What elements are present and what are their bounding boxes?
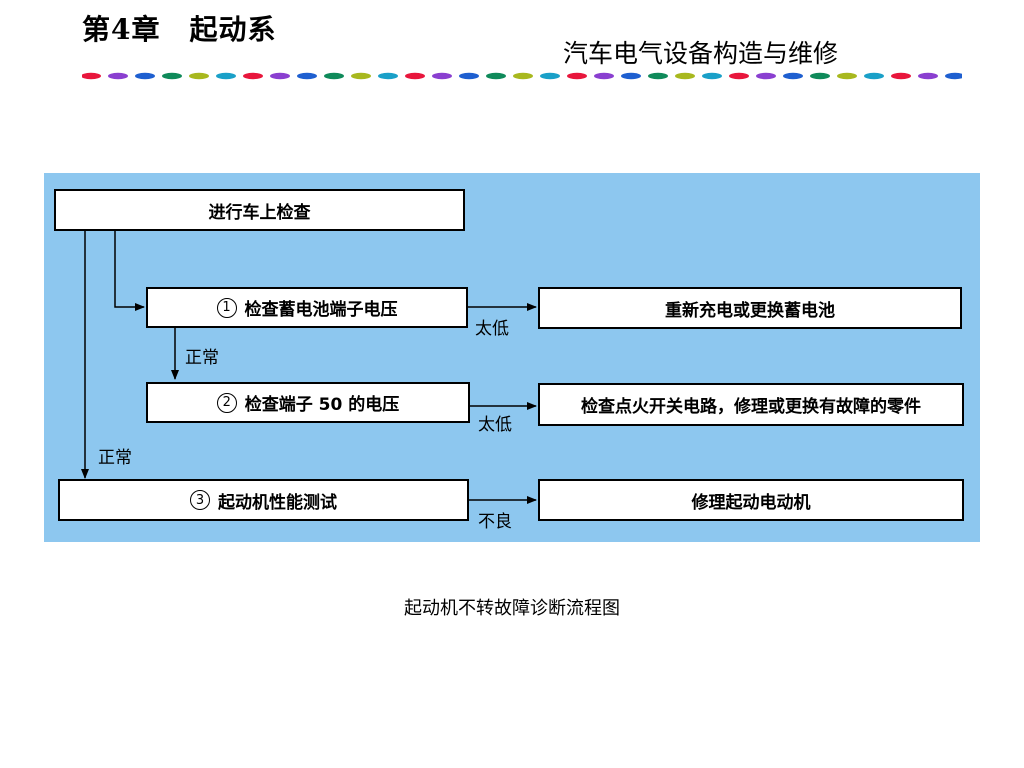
edge-label-normal-2: 正常	[98, 448, 132, 468]
divider-dot	[297, 72, 317, 80]
divider-dot	[243, 72, 263, 80]
connector-start-to-step1	[114, 231, 145, 311]
step3-number-badge: 3	[190, 490, 210, 510]
divider-dot	[405, 72, 425, 80]
divider-dot	[702, 72, 722, 80]
divider-dot	[729, 72, 749, 80]
edge-label-low-1: 太低	[475, 319, 509, 339]
node-start: 进行车上检查	[54, 189, 465, 231]
edge-label-normal-1: 正常	[185, 348, 219, 368]
node-result2: 检查点火开关电路，修理或更换有故障的零件	[538, 383, 964, 426]
divider-dot	[108, 72, 128, 80]
node-result3: 修理起动电动机	[538, 479, 964, 521]
divider-dot	[540, 72, 560, 80]
divider-dot	[945, 72, 962, 80]
divider-dot	[810, 72, 830, 80]
divider-dot	[594, 72, 614, 80]
node-result1: 重新充电或更换蓄电池	[538, 287, 962, 329]
node-step2-label: 检查端子 50 的电压	[244, 395, 400, 415]
divider-dot	[378, 72, 398, 80]
edge-label-low-2: 太低	[478, 415, 512, 435]
divider-dot	[756, 72, 776, 80]
node-step3-label: 起动机性能测试	[218, 492, 337, 513]
divider-dot	[162, 72, 182, 80]
step1-number-badge: 1	[216, 297, 237, 318]
divider-dot	[621, 72, 641, 80]
step2-number-badge: 2	[216, 392, 237, 413]
divider-dot	[351, 72, 371, 80]
node-start-label: 进行车上检查	[208, 202, 311, 223]
divider-dot	[486, 72, 506, 80]
divider-dot	[648, 72, 668, 80]
node-result3-label: 修理起动电动机	[691, 492, 811, 513]
divider-dot	[918, 72, 938, 80]
decorative-divider	[82, 72, 962, 80]
divider-dot	[432, 72, 452, 80]
divider-dot	[324, 72, 344, 80]
divider-dot	[189, 72, 209, 80]
divider-dot	[837, 72, 857, 80]
node-result2-label: 检查点火开关电路，修理或更换有故障的零件	[581, 397, 921, 417]
divider-dot	[675, 72, 695, 80]
divider-dot	[270, 72, 290, 80]
divider-dot	[135, 72, 155, 80]
node-step1-label: 检查蓄电池端子电压	[244, 300, 398, 320]
divider-dot	[783, 72, 803, 80]
chapter-title: 第4章 起动系	[82, 13, 277, 46]
divider-dot	[891, 72, 911, 80]
node-step3: 3 起动机性能测试	[58, 479, 469, 521]
book-title: 汽车电气设备构造与维修	[563, 39, 839, 68]
divider-dot	[864, 72, 884, 80]
node-step1: 1 检查蓄电池端子电压	[146, 287, 468, 328]
figure-caption: 起动机不转故障诊断流程图	[404, 598, 620, 619]
node-result1-label: 重新充电或更换蓄电池	[665, 300, 835, 321]
divider-dot	[216, 72, 236, 80]
node-step2: 2 检查端子 50 的电压	[146, 382, 470, 423]
divider-dot	[82, 72, 101, 80]
edge-label-bad: 不良	[478, 512, 512, 532]
divider-dot	[567, 72, 587, 80]
divider-dot	[513, 72, 533, 80]
divider-dot	[459, 72, 479, 80]
